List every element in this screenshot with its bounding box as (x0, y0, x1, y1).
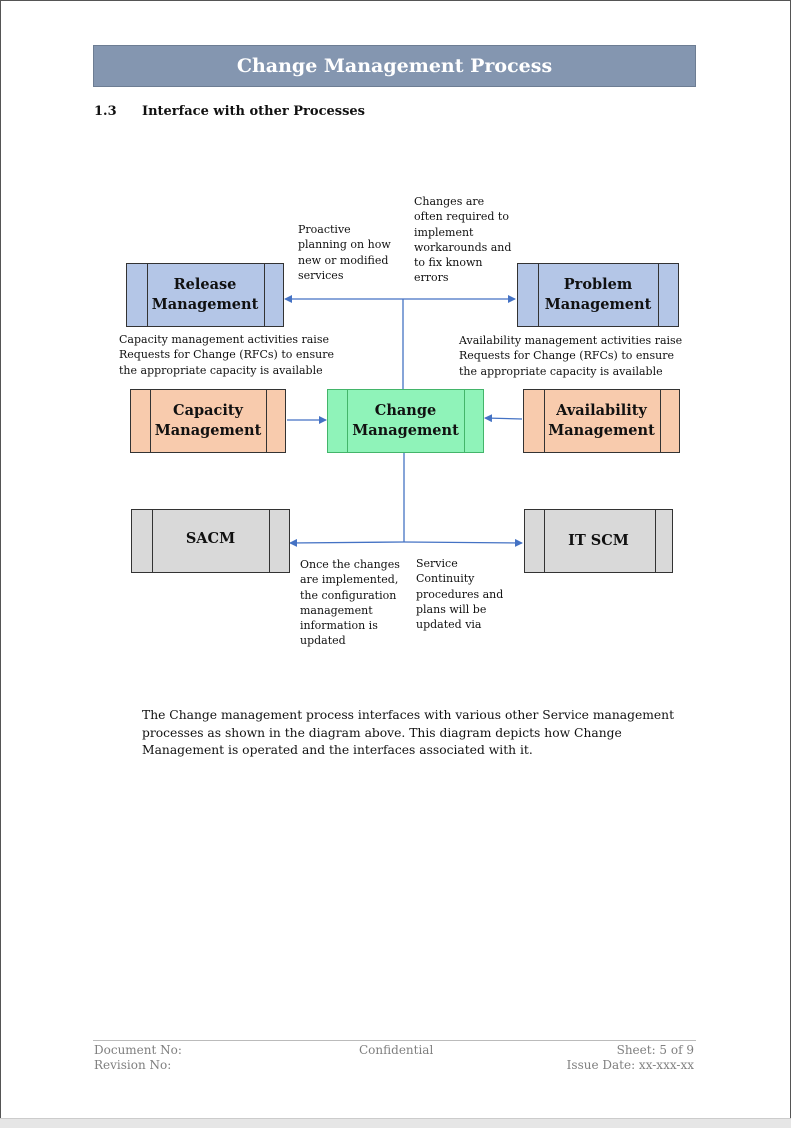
note-itscm: Service Continuity procedures and plans … (416, 557, 504, 632)
footer-issue-date: Issue Date: xx-xxx-xx (566, 1058, 694, 1072)
note-availability: Availability management activities raise… (459, 334, 683, 378)
capacity-management-box: Capacity Management (130, 389, 286, 453)
body-paragraph: The Change management process interfaces… (142, 708, 675, 757)
section-number: 1.3 (94, 104, 117, 119)
footer-revision-no: Revision No: (94, 1058, 172, 1072)
release-management-box: Release Management (126, 263, 284, 327)
sacm-box: SACM (131, 509, 290, 573)
footer-sheet: Sheet: 5 of 9 (616, 1043, 694, 1057)
release-management-label: Release Management (151, 276, 259, 313)
change-management-label: Change Management (352, 402, 459, 439)
page-gap (0, 1118, 791, 1128)
note-sacm: Once the changes are implemented, the co… (300, 558, 400, 648)
problem-management-label: Problem Management (544, 276, 652, 313)
arrow-from-availability (484, 414, 523, 423)
itscm-box: IT SCM (524, 509, 673, 573)
availability-management-box: Availability Management (523, 389, 680, 453)
page-title-banner: Change Management Process (93, 45, 696, 87)
footer-divider (93, 1040, 696, 1041)
itscm-label: IT SCM (568, 532, 629, 549)
footer-document-no: Document No: (94, 1043, 182, 1057)
section-title: Interface with other Processes (142, 104, 365, 119)
arrow-to-sacm (289, 538, 405, 547)
footer-classification: Confidential (359, 1043, 434, 1057)
note-proactive-planning: Proactive planning on how new or modifie… (298, 223, 391, 282)
sacm-label: SACM (185, 530, 236, 547)
note-changes-required: Changes are often required to implement … (414, 195, 512, 285)
change-management-box: Change Management (327, 389, 484, 453)
capacity-management-label: Capacity Management (154, 402, 262, 439)
problem-management-box: Problem Management (517, 263, 679, 327)
arrow-to-itscm (403, 538, 523, 547)
note-capacity: Capacity management activities raise Req… (119, 333, 334, 377)
availability-management-label: Availability Management (548, 402, 655, 439)
